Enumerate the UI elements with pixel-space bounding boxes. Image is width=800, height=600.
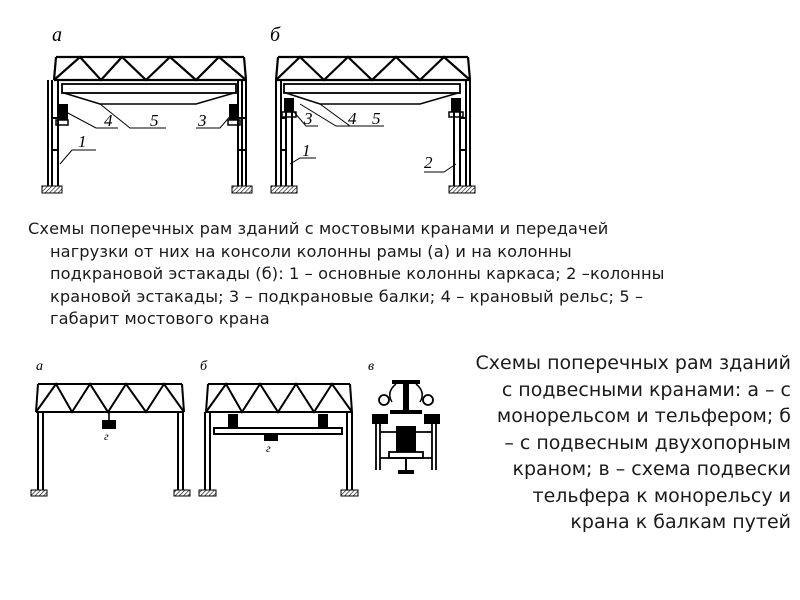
- columns-bottom-a: [37, 412, 184, 490]
- num-5-a: 5: [150, 111, 159, 130]
- bottom-caption-line-4: – с подвесным двухопорным: [504, 431, 791, 454]
- bottom-frame-a: а г: [30, 359, 191, 497]
- crane-girders-a: [55, 104, 241, 126]
- num-3-a: 3: [197, 111, 207, 130]
- i-beam: [389, 380, 423, 414]
- truss-b: [274, 55, 472, 82]
- crane-mark-a: г: [104, 429, 109, 443]
- top-label-a: а: [52, 24, 62, 46]
- columns-b: [275, 80, 471, 186]
- truss-bottom-b: [205, 382, 353, 414]
- num-1-b: 1: [302, 141, 311, 160]
- suspended-crane-b: г: [213, 414, 343, 455]
- top-caption-line-4: крановой эстакады; 3 – подкрановые балки…: [50, 286, 644, 306]
- num-5-b: 5: [372, 109, 381, 128]
- hoist-body: [388, 426, 424, 474]
- num-4-a: 4: [104, 111, 113, 130]
- bases-b: [270, 185, 476, 194]
- bottom-caption-line-7: крана к балкам путей: [570, 511, 791, 533]
- top-caption-line-3: подкрановой эстакады (б): 1 – основные к…: [50, 264, 665, 283]
- base-bottom-b1: [198, 489, 217, 497]
- num-2-b: 2: [424, 153, 433, 172]
- num-3-b: 3: [303, 109, 313, 128]
- bottom-caption-line-2: с подвесными кранами: а – с: [501, 378, 791, 401]
- base-bottom-a2: [173, 489, 191, 497]
- crane-bridge-a: [61, 83, 237, 105]
- columns-bottom-b: [204, 412, 353, 490]
- top-label-b: б: [270, 24, 281, 46]
- bottom-caption-line-6: тельфера к монорельсу и: [532, 484, 791, 507]
- bottom-caption-line-1: Схемы поперечных рам зданий: [475, 352, 792, 374]
- top-frame-b: б: [270, 24, 476, 194]
- top-frame-a: а: [41, 24, 253, 194]
- bases-a: [41, 185, 253, 194]
- top-caption-line-5: габарит мостового крана: [50, 309, 270, 328]
- base-bottom-a1: [30, 489, 48, 497]
- base-bottom-b2: [340, 489, 359, 497]
- bottom-label-b: б: [200, 359, 208, 374]
- bottom-label-a: а: [36, 359, 43, 374]
- columns-a: [47, 80, 247, 186]
- crane-girders-b: [281, 98, 464, 118]
- top-caption-line-2: нагрузки от них на консоли колонны рамы …: [50, 241, 572, 261]
- top-caption-line-1: Схемы поперечных рам зданий с мостовыми …: [28, 219, 609, 238]
- bottom-caption: Схемы поперечных рам зданий с подвесными…: [446, 350, 792, 536]
- num-4-b: 4: [348, 109, 357, 128]
- crane-mark-b: г: [266, 441, 271, 455]
- bottom-label-v: в: [368, 359, 374, 374]
- truss-a: [52, 55, 248, 82]
- top-caption: Схемы поперечных рам зданий с мостовыми …: [28, 218, 773, 331]
- bottom-caption-line-5: краном; в – схема подвески: [512, 458, 791, 480]
- leaders-a: [59, 103, 233, 165]
- telpher-a: г: [102, 412, 116, 443]
- bottom-frame-b: б г: [198, 359, 359, 497]
- hanger-detail-v: в: [368, 359, 440, 474]
- num-1-a: 1: [78, 132, 87, 151]
- crane-bridge-b: [283, 83, 461, 105]
- bottom-caption-line-3: монорельсом и тельфером; б: [496, 405, 791, 427]
- truss-bottom-a: [35, 382, 185, 414]
- leaders-b: [289, 103, 457, 173]
